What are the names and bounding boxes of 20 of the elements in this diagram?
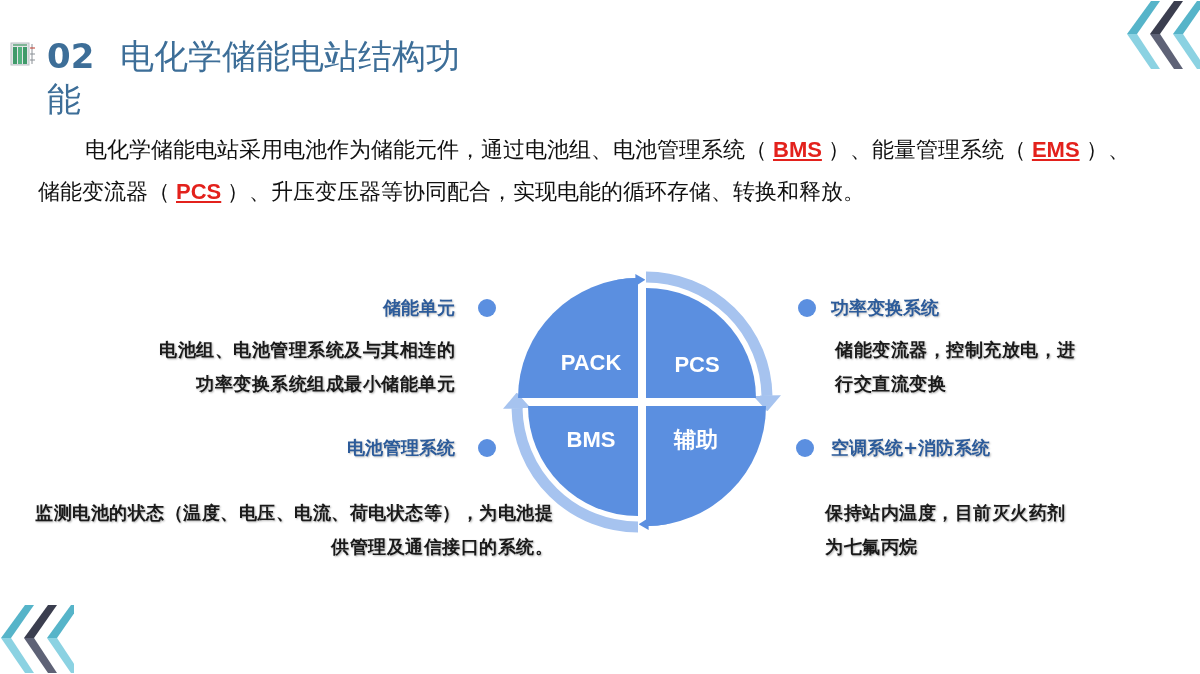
description-text: 保持站内温度，目前灭火药剂为七氟丙烷 bbox=[825, 501, 1067, 559]
intro-paragraph: 电化学储能电站采用电池作为储能元件，通过电池组、电池管理系统（BMS）、能量管理系统（EMS）、储能变流器（PCS）、升压变压器等协同配合，实现电能的循环存储、转换和释放。 bbox=[38, 136, 1131, 206]
curved-arrow bbox=[645, 271, 781, 412]
segment-label: PCS bbox=[674, 352, 720, 378]
quarter-circle-segment bbox=[646, 288, 756, 398]
section-heading: 电池管理系统 bbox=[347, 436, 455, 460]
segment-label: PACK bbox=[560, 350, 622, 376]
curved-arrow bbox=[617, 274, 646, 287]
section-heading: 空调系统+消防系统 bbox=[831, 436, 991, 460]
slide-title: 02 电化学储能电站结构功能 bbox=[47, 35, 462, 121]
description-text: 监测电池的状态（温度、电压、电流、荷电状态等），为电池提供管理及通信接口的系统。 bbox=[34, 501, 553, 559]
section-heading: 储能单元 bbox=[383, 296, 455, 320]
section-heading: 功率变换系统 bbox=[831, 296, 939, 320]
segment-label: BMS bbox=[566, 427, 616, 453]
description-text: 电池组、电池管理系统及与其相连的功率变换系统组成最小储能单元 bbox=[158, 338, 455, 396]
segment-label: 辅助 bbox=[674, 427, 718, 453]
curved-arrow bbox=[503, 392, 639, 533]
description-text: 储能变流器，控制充放电，进行交直流变换 bbox=[835, 338, 1077, 396]
quarter-circle-segment bbox=[646, 406, 766, 526]
quarter-circle-segment bbox=[518, 278, 638, 398]
